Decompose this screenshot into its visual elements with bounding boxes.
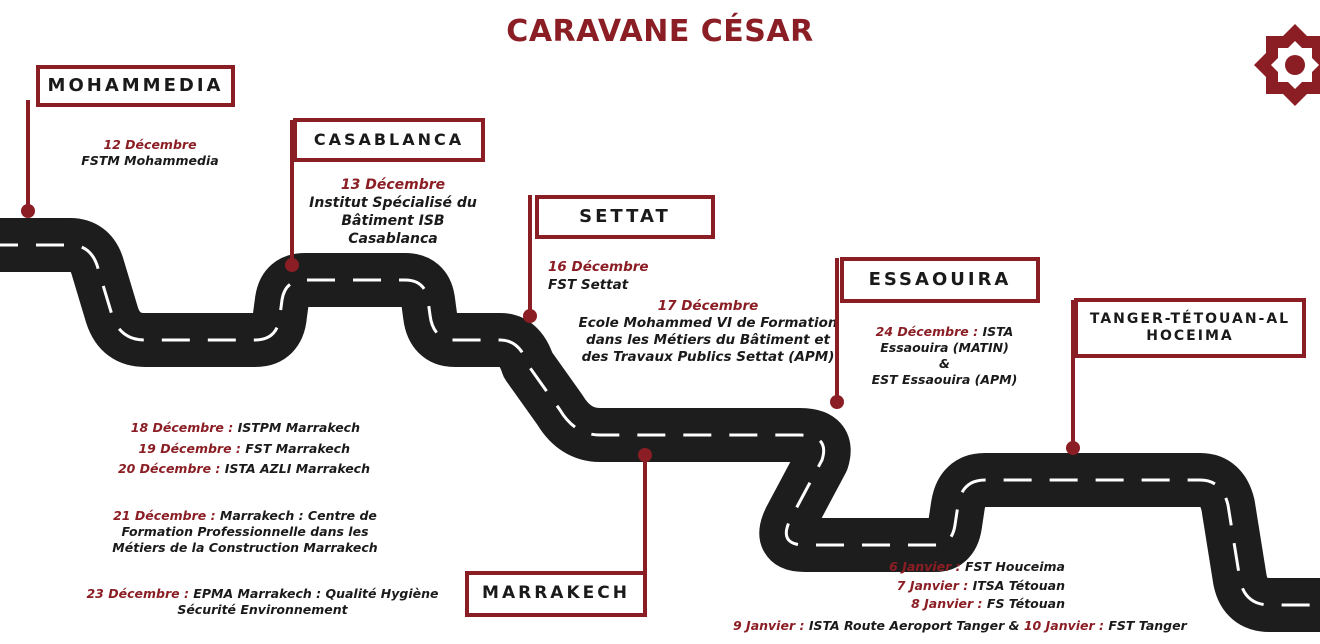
event-tanger-item: 7 Janvier : ITSA Tétouan — [896, 577, 1065, 593]
mohammedia-marker-line — [26, 100, 30, 210]
city-label-marrakech: MARRAKECH — [465, 571, 647, 617]
event-tanger-item: 6 Janvier : FST Houceima — [889, 559, 1065, 574]
mohammedia-marker-dot — [21, 204, 35, 218]
event-tanger-item: 8 Janvier : FS Tétouan — [911, 596, 1065, 611]
city-label-tanger: TANGER-TÉTOUAN-AL HOCEIMA — [1074, 298, 1306, 358]
event-marrakech-3: 20 Décembre : ISTA AZLI Marrakech — [117, 461, 370, 476]
settat-marker-line — [528, 195, 532, 315]
city-label-mohammedia: MOHAMMEDIA — [36, 65, 235, 107]
event-mohammedia: 12 Décembre FSTM Mohammedia — [81, 137, 219, 168]
casablanca-marker-dot — [285, 258, 299, 272]
event-marrakech-1: 18 Décembre : ISTPM Marrakech — [130, 420, 360, 435]
tanger-marker-line — [1071, 300, 1075, 448]
city-label-settat: SETTAT — [535, 195, 715, 239]
event-essaouira: 24 Décembre : ISTA Essaouira (MATIN) & E… — [871, 324, 1018, 387]
marrakech-marker-line — [643, 455, 647, 575]
essaouira-marker-line — [835, 258, 839, 403]
event-tanger-last: 9 Janvier : ISTA Route Aeroport Tanger &… — [733, 618, 1187, 633]
tanger-marker-dot — [1066, 441, 1080, 455]
moroccan-star-icon — [1253, 23, 1320, 107]
page-title: CARAVANE CÉSAR — [506, 14, 814, 49]
event-marrakech-4: 21 Décembre : Marrakech : Centre de Form… — [112, 508, 378, 555]
casablanca-marker-line — [290, 120, 294, 265]
event-marrakech-5: 23 Décembre : EPMA Marrakech : Qualité H… — [86, 586, 439, 617]
essaouira-marker-dot — [830, 395, 844, 409]
event-settat-1: 16 Décembre FST Settat — [548, 259, 649, 293]
event-casablanca: 13 Décembre Institut Spécialisé du Bâtim… — [309, 177, 477, 247]
event-settat-2: 17 Décembre Ecole Mohammed VI de Formati… — [578, 298, 838, 365]
city-label-essaouira: ESSAOUIRA — [840, 257, 1040, 303]
settat-marker-dot — [523, 309, 537, 323]
city-label-casablanca: CASABLANCA — [293, 118, 485, 162]
event-marrakech-2: 19 Décembre : FST Marrakech — [138, 441, 350, 456]
event-tanger-list: 6 Janvier : FST Houceima 7 Janvier : ITS… — [780, 558, 1065, 614]
